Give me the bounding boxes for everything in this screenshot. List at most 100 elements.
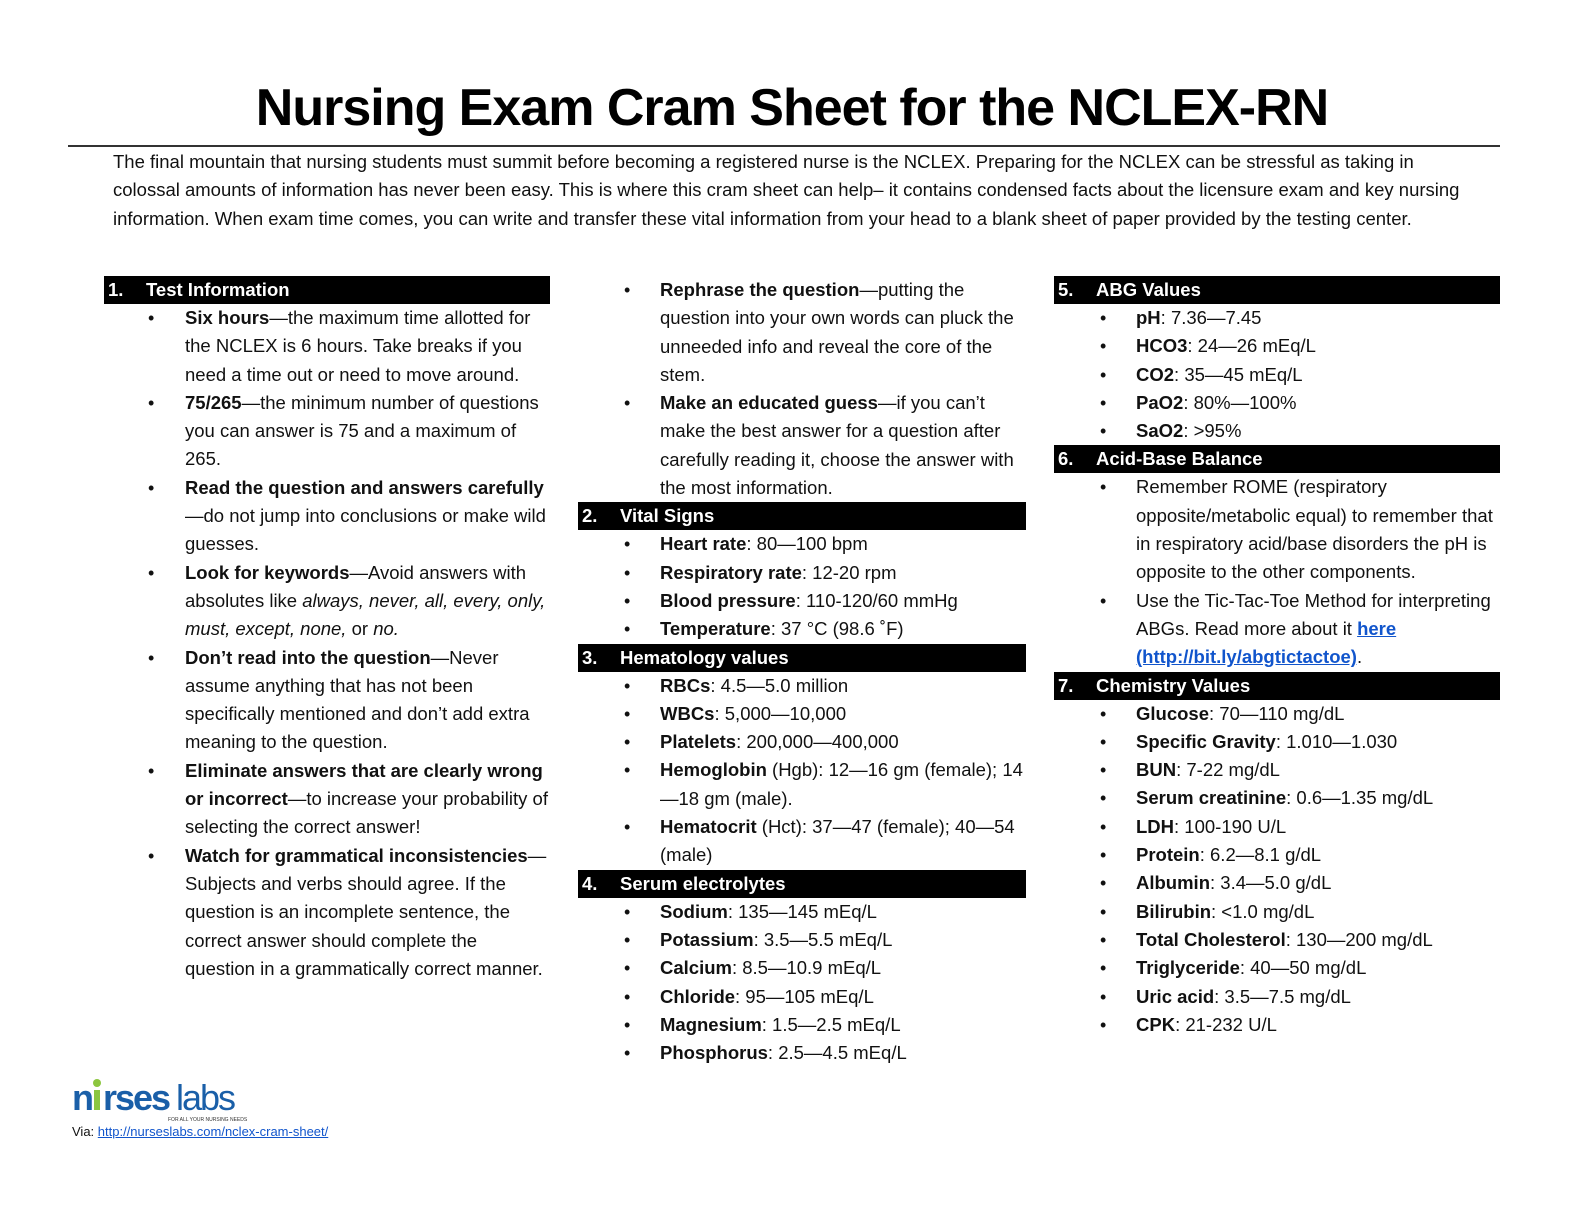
list-item: 75/265—the minimum number of questions y… (104, 389, 550, 474)
item-text: Use the Tic-Tac-Toe Method for interpret… (1136, 589, 1491, 639)
item-text: : 130—200 mg/dL (1285, 928, 1433, 950)
list-item: Bilirubin: <1.0 mg/dL (1054, 898, 1500, 927)
abg-tictactoe-link[interactable]: here (http://bit.ly/abgtictactoe) (1136, 617, 1397, 668)
item-term: pH (1136, 307, 1161, 328)
vital-signs-list: Heart rate: 80—100 bpm Respiratory rate:… (578, 530, 1026, 643)
acid-base-list: Remember ROME (respiratory opposite/meta… (1054, 473, 1500, 671)
item-term: PaO2 (1136, 391, 1184, 413)
section-number: 2. (582, 505, 598, 527)
item-term: Eliminate answers that are clearly wrong… (185, 759, 543, 810)
section-header-acid-base-balance: 6. Acid-Base Balance (1054, 445, 1500, 474)
item-text: : 3.4—5.0 g/dL (1210, 872, 1332, 894)
item-text: : 0.6—1.35 mg/dL (1286, 787, 1434, 809)
list-item: CPK: 21-232 U/L (1054, 1011, 1500, 1040)
list-item: Look for keywords—Avoid answers with abs… (104, 559, 550, 644)
item-term: Potassium (660, 928, 754, 950)
item-term: Watch for grammatical inconsistencies (185, 844, 528, 866)
item-text-mid: or (346, 618, 374, 640)
item-text: : 8.5—10.9 mEq/L (731, 957, 882, 979)
item-term: Heart rate (660, 533, 747, 555)
item-text: : 3.5—5.5 mEq/L (753, 928, 893, 950)
section-number: 1. (108, 279, 124, 300)
item-text: : 5,000—10,000 (714, 702, 847, 724)
test-info-list-continued: Rephrase the question—putting the questi… (578, 276, 1026, 502)
section-header-vital-signs: 2. Vital Signs (578, 502, 1026, 531)
item-term: Make an educated guess (660, 392, 878, 414)
item-text: : 37 °C (98.6 ˚F) (770, 618, 904, 640)
item-term: Serum creatinine (1136, 787, 1287, 809)
item-term: BUN (1136, 759, 1177, 781)
item-term: SaO2 (1136, 420, 1184, 442)
column-3: 5. ABG Values pH: 7.36—7.45 HCO3: 24—26 … (1054, 276, 1500, 1039)
item-text: —Never assume anything that has not been… (185, 646, 530, 753)
list-item: Specific Gravity: 1.010—1.030 (1054, 728, 1500, 757)
item-text: : 21-232 U/L (1175, 1013, 1277, 1035)
item-italic: always, never, all, every, only, must, e… (185, 589, 546, 640)
item-term: Respiratory rate (660, 561, 802, 583)
item-term: 75/265 (185, 391, 242, 413)
item-term: Specific Gravity (1136, 730, 1276, 752)
item-text: : 200,000—400,000 (736, 731, 899, 753)
list-item: LDH: 100-190 U/L (1054, 813, 1500, 842)
item-text: —the maximum time allotted for the NCLEX… (185, 307, 531, 385)
list-item: Glucose: 70—110 mg/dL (1054, 700, 1500, 729)
logo-text-rses: rses (103, 1077, 170, 1118)
item-text: —if you can’t make the best answer for a… (660, 392, 1014, 499)
item-term: Look for keywords (185, 561, 350, 583)
list-item: CO2: 35—45 mEq/L (1054, 361, 1500, 390)
item-term: Chloride (660, 985, 736, 1007)
item-term: Magnesium (660, 1013, 762, 1035)
list-item: BUN: 7-22 mg/dL (1054, 756, 1500, 785)
item-term: Total Cholesterol (1136, 928, 1286, 950)
list-item: Uric acid: 3.5—7.5 mg/dL (1054, 983, 1500, 1012)
electrolytes-list: Sodium: 135—145 mEq/L Potassium: 3.5—5.5… (578, 898, 1026, 1068)
section-number: 7. (1058, 674, 1074, 696)
item-text: : 7-22 mg/dL (1176, 759, 1280, 781)
section-header-serum-electrolytes: 4. Serum electrolytes (578, 869, 1026, 898)
item-term: CPK (1136, 1013, 1176, 1035)
list-item: Make an educated guess—if you can’t make… (578, 389, 1026, 502)
item-text: : 80—100 bpm (746, 533, 868, 555)
item-text: —putting the question into your own word… (660, 279, 1014, 385)
section-title: Vital Signs (620, 505, 715, 527)
via-label: Via: (72, 1124, 98, 1139)
item-term: Hematocrit (660, 816, 757, 838)
logo-text-n: n (72, 1077, 92, 1118)
list-item: pH: 7.36—7.45 (1054, 304, 1500, 333)
item-text: : 12-20 rpm (801, 561, 897, 583)
list-item: HCO3: 24—26 mEq/L (1054, 332, 1500, 361)
item-term: Hemoglobin (660, 759, 767, 781)
list-item: Magnesium: 1.5—2.5 mEq/L (578, 1011, 1026, 1040)
item-term: Glucose (1136, 702, 1209, 724)
item-term: Six hours (185, 307, 270, 328)
item-text: : 110-120/60 mmHg (795, 589, 958, 611)
list-item: Phosphorus: 2.5—4.5 mEq/L (578, 1039, 1026, 1068)
item-text: : 7.36—7.45 (1160, 307, 1262, 328)
list-item: Don’t read into the question—Never assum… (104, 644, 550, 757)
item-text: —Subjects and verbs should agree. If the… (185, 844, 547, 979)
item-term: Temperature (660, 618, 771, 640)
list-item: Platelets: 200,000—400,000 (578, 728, 1026, 757)
item-term: RBCs (660, 674, 711, 696)
item-text: : 80%—100% (1183, 391, 1297, 413)
section-title: Hematology values (620, 646, 789, 668)
column-1: 1. Test Information Six hours—the maximu… (104, 276, 550, 983)
item-text: —the minimum number of questions you can… (185, 391, 539, 470)
item-term: Albumin (1136, 872, 1210, 894)
page-title: Nursing Exam Cram Sheet for the NCLEX-RN (255, 79, 1329, 137)
item-text: —to increase your probability of selecti… (185, 788, 548, 838)
item-term: Protein (1136, 844, 1200, 866)
list-item: RBCs: 4.5—5.0 million (578, 672, 1026, 701)
chemistry-list: Glucose: 70—110 mg/dL Specific Gravity: … (1054, 700, 1500, 1040)
list-item: Calcium: 8.5—10.9 mEq/L (578, 954, 1026, 983)
item-text: : 4.5—5.0 million (710, 674, 849, 696)
item-term: Bilirubin (1136, 900, 1212, 922)
logo-text-labs: labs (176, 1077, 235, 1118)
test-info-list: Six hours—the maximum time allotted for … (104, 304, 550, 983)
section-header-hematology: 3. Hematology values (578, 643, 1026, 672)
item-italic: no. (373, 618, 399, 640)
list-item: Triglyceride: 40—50 mg/dL (1054, 954, 1500, 983)
item-term: Read the question and answers carefully (185, 476, 544, 498)
logo-figure-body (94, 1090, 100, 1110)
source-link[interactable]: http://nurseslabs.com/nclex-cram-sheet/ (97, 1124, 329, 1139)
